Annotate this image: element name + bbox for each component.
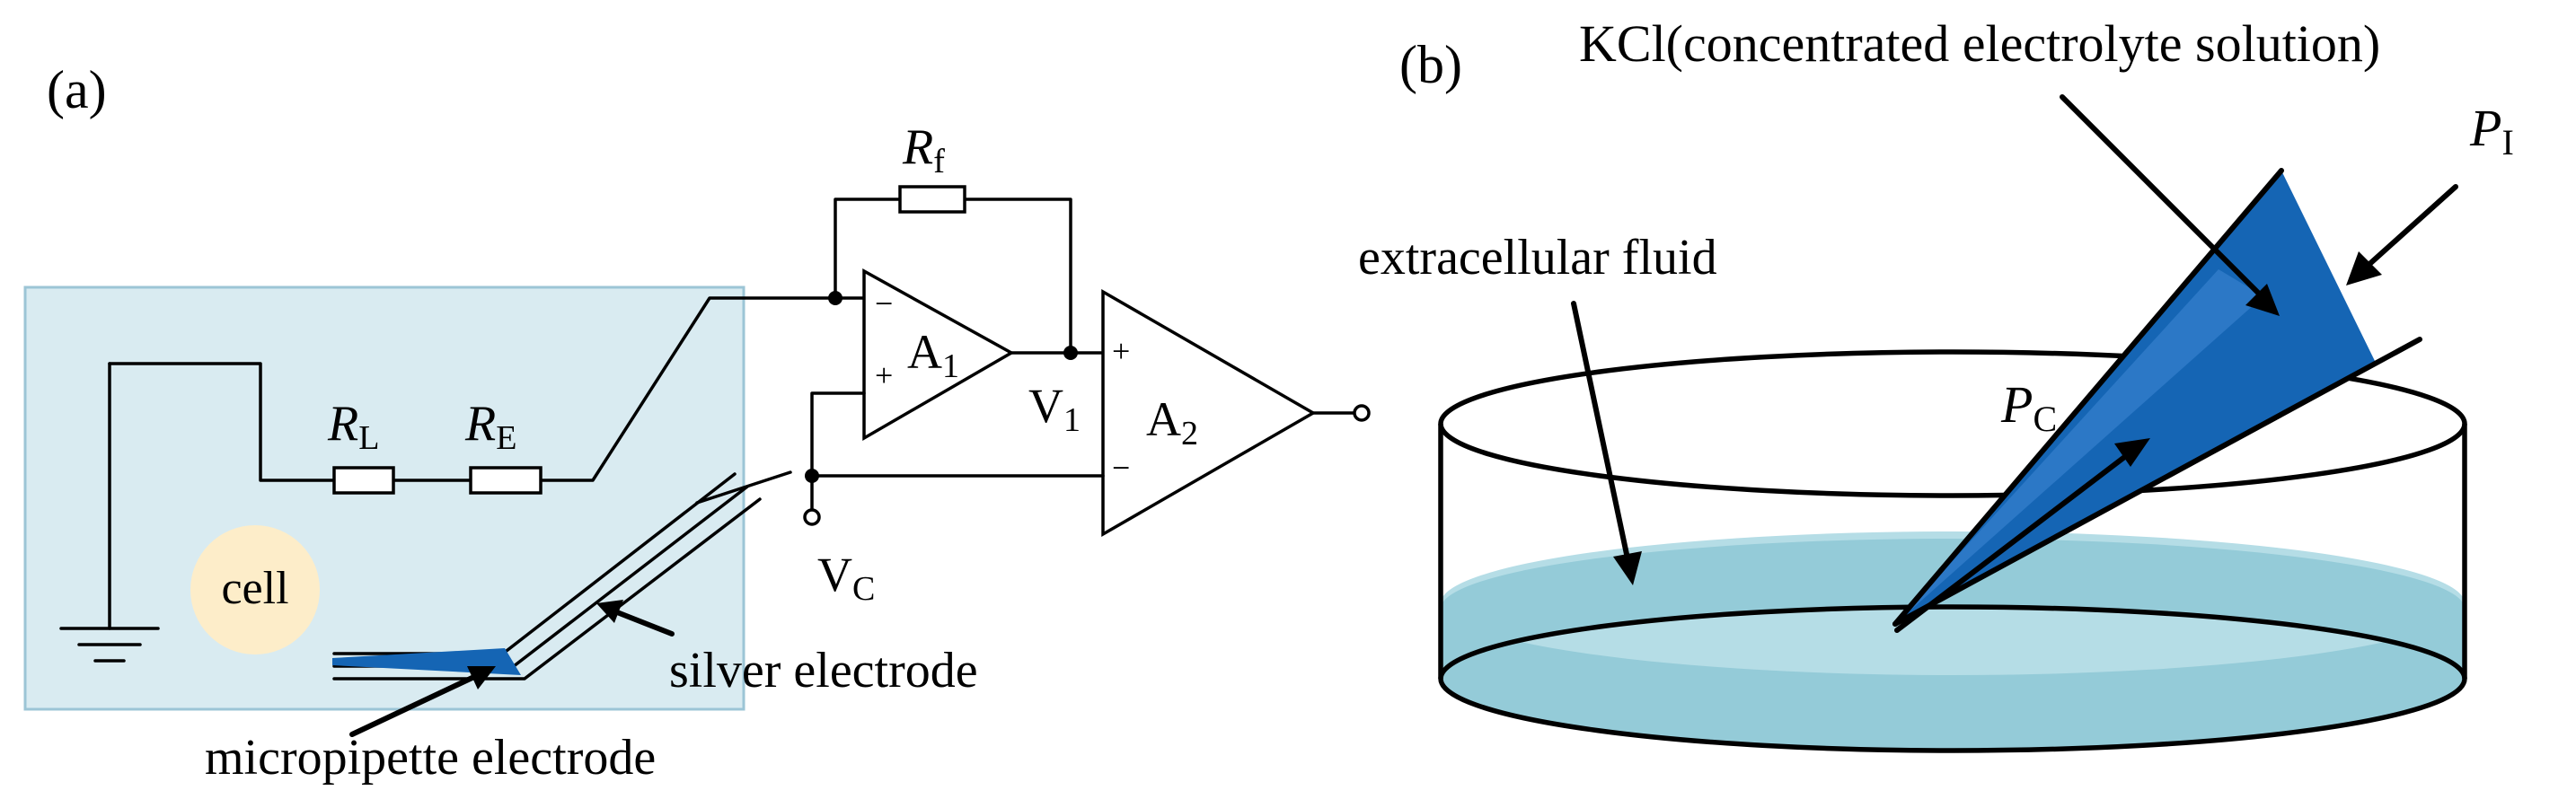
resistor-re-label: RE [464,396,516,457]
output-terminal [1353,404,1371,422]
resistor-rf-label: Rf [902,119,945,180]
panel-a: (a) RL RE cell [23,60,1371,786]
extracellular-label: extracellular fluid [1358,230,1717,285]
pi-arrow [2365,184,2458,268]
input-wire [108,362,336,482]
micropipette-label: micropipette electrode [205,730,656,786]
panel-b-label: (b) [1399,35,1462,94]
pipette-highlight [1895,269,2263,624]
ground-symbol [59,362,160,663]
pi-label: PI [2469,99,2514,162]
panel-b: (b) KCl(concentrated electrolyte solutio… [1358,14,2514,753]
bath [23,285,745,711]
vc-terminal [803,508,821,526]
arrowhead [2114,438,2150,467]
a1-minus: − [875,285,893,321]
vc-label: VC [817,548,875,608]
resistor-rl [332,466,395,495]
panel-a-label: (a) [47,60,107,119]
arrowhead [1613,551,1642,585]
pipette-wall-upper [1892,168,2284,627]
wire-re-a1 [539,296,837,482]
amplifier-a2 [1101,288,1317,538]
amplifier-a1-label: A1 [907,325,959,385]
kcl-arrow [2060,94,2266,301]
resistor-rf [898,185,966,214]
arrowhead [2245,284,2280,316]
kcl-label: KCl(concentrated electrolyte solution) [1579,14,2380,73]
junction-dot [828,291,842,305]
amplifier-a2-label: A2 [1146,392,1198,452]
resistor-rl-label: RL [327,396,379,457]
silver-electrode-arrow [610,608,675,637]
arrowhead [2346,251,2382,285]
pipette-wall-lower [1892,337,2422,627]
a2-plus: + [1112,333,1130,369]
arrowhead [467,666,496,689]
petri-dish [1438,349,2467,753]
pc-arrow [1894,450,2133,633]
cell-label: cell [221,563,288,614]
pc-label: PC [2000,375,2057,439]
a2-minus: − [1112,450,1130,486]
feedback-wire [834,198,902,300]
v1-label: V1 [1028,379,1081,439]
junction-dot [1063,346,1078,360]
amplifier-a1 [862,268,1015,442]
feedback-wire-out [963,198,1072,355]
silver-electrode-label: silver electrode [669,643,978,698]
extracellular-arrow [1571,301,1630,561]
junction-dot [805,469,819,483]
cell [190,525,320,654]
resistor-re [469,466,543,495]
arrowhead [596,600,623,623]
micropipette-arrow [349,672,481,737]
a1-plus: + [875,357,893,393]
